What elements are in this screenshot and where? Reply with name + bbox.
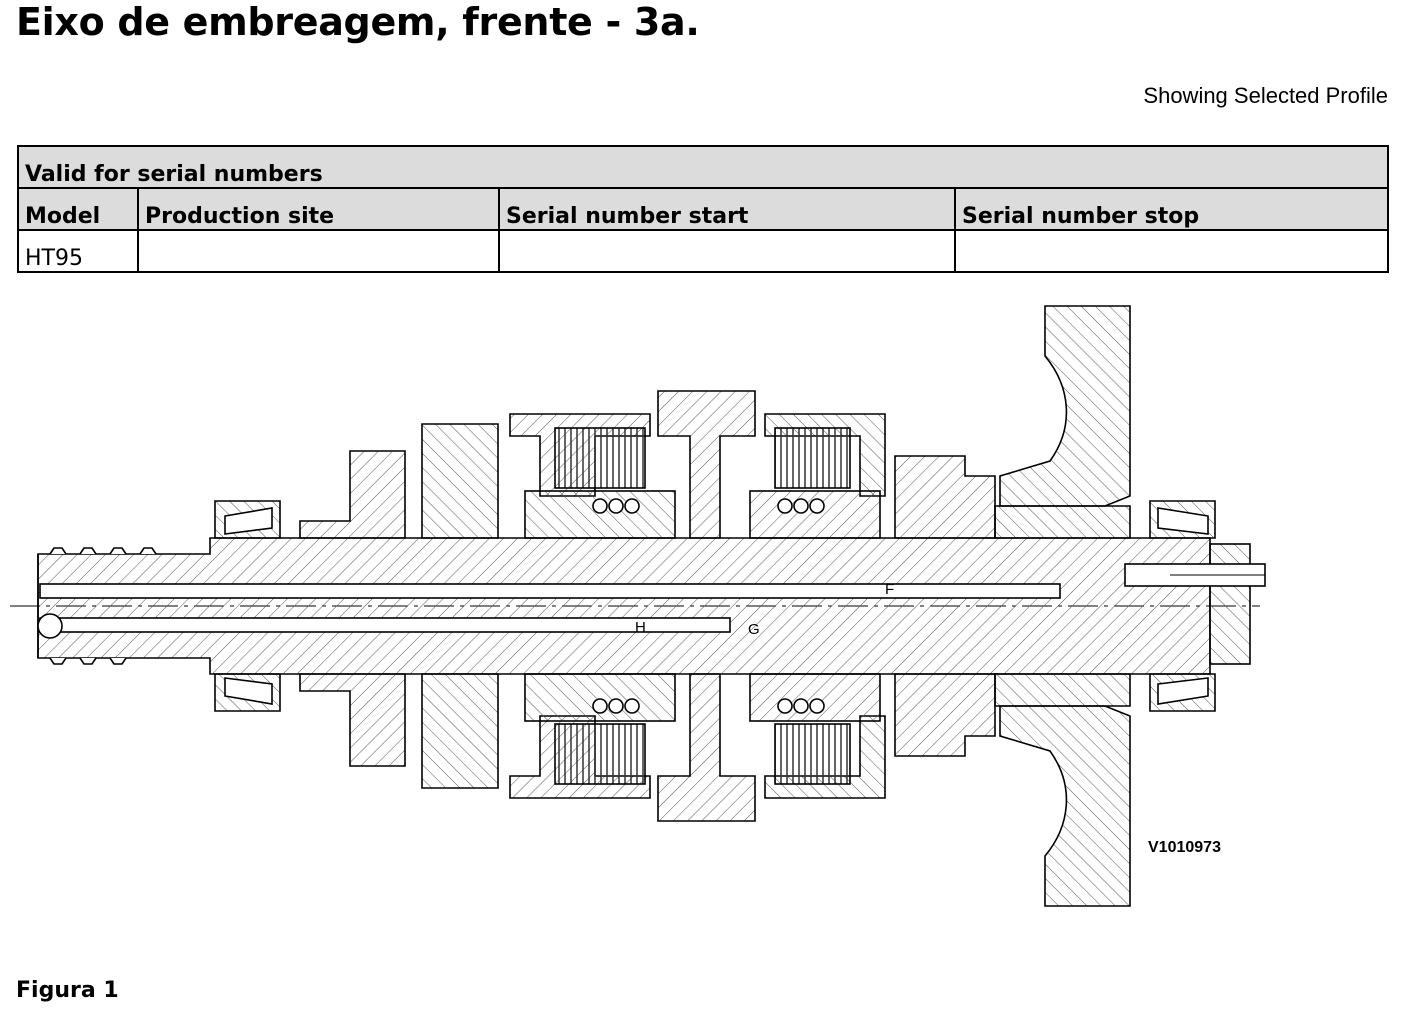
- flange-hub: [994, 505, 1131, 707]
- spring-1b-bottom: [608, 698, 624, 714]
- clutch-plates-2-top: [774, 427, 851, 489]
- hub-sleeve-top: [894, 455, 996, 539]
- spring-1a-top: [592, 498, 608, 514]
- clutch-plates-1-bottom: [554, 723, 646, 785]
- mid-gear-top: [421, 423, 499, 539]
- hub-sleeve-bottom: [894, 673, 996, 757]
- spline-teeth: [37, 547, 157, 665]
- label-g: G: [748, 621, 760, 638]
- spring-2c-top: [809, 498, 825, 514]
- end-cap: [1209, 543, 1251, 665]
- label-f: F: [885, 581, 894, 598]
- oil-bore-h: [39, 617, 731, 633]
- right-bearing-roller-bottom: [1157, 677, 1209, 705]
- right-bearing-roller-top: [1157, 507, 1209, 535]
- cell-serial-start: [498, 229, 956, 273]
- small-gear-top: [299, 450, 406, 539]
- cell-serial-stop: [954, 229, 1389, 273]
- spring-2a-bottom: [777, 698, 793, 714]
- table-heading: Valid for serial numbers: [17, 145, 1389, 189]
- table-header-row: Model Production site Serial number star…: [17, 187, 1389, 231]
- cell-model: HT95: [17, 229, 139, 273]
- table-row: HT95: [17, 229, 1389, 273]
- spring-2b-bottom: [793, 698, 809, 714]
- spring-1c-bottom: [624, 698, 640, 714]
- figure-code: V1010973: [1148, 839, 1221, 856]
- page-title: Eixo de embreagem, frente - 3a.: [16, 0, 700, 44]
- cell-production-site: [137, 229, 500, 273]
- left-bearing-roller-bottom: [224, 677, 273, 705]
- spring-1c-top: [624, 498, 640, 514]
- column-header-production-site: Production site: [137, 187, 500, 231]
- mid-gear-bottom: [421, 673, 499, 789]
- oil-bore-f: [39, 583, 1061, 599]
- flange-gear-top: [999, 305, 1131, 507]
- column-header-serial-start: Serial number start: [498, 187, 956, 231]
- small-gear-bottom: [299, 673, 406, 767]
- bore-plug: [37, 613, 63, 639]
- label-h: H: [635, 619, 646, 636]
- serial-number-table: Valid for serial numbers Model Productio…: [17, 145, 1389, 273]
- clutch-hub-2-top: [749, 490, 881, 539]
- spring-2c-bottom: [809, 698, 825, 714]
- figure-caption: Figura 1: [16, 978, 119, 1003]
- clutch-shaft-drawing: F H G V1010973: [10, 305, 1266, 907]
- center-gear-bottom: [657, 673, 756, 822]
- clutch-plates-2-bottom: [774, 723, 851, 785]
- spring-1b-top: [608, 498, 624, 514]
- clutch-hub-2-bottom: [749, 673, 881, 722]
- column-header-serial-stop: Serial number stop: [954, 187, 1389, 231]
- left-bearing-roller-top: [224, 507, 273, 535]
- main-shaft: [37, 537, 1211, 675]
- spring-2a-top: [777, 498, 793, 514]
- clutch-hub-1-bottom: [524, 673, 676, 722]
- profile-note: Showing Selected Profile: [1143, 83, 1388, 108]
- clutch-plates-1-top: [554, 427, 646, 489]
- table-heading-row: Valid for serial numbers: [17, 145, 1389, 189]
- spring-1a-bottom: [592, 698, 608, 714]
- flange-gear-bottom: [999, 705, 1131, 907]
- center-gear-top: [657, 390, 756, 539]
- spring-2b-top: [793, 498, 809, 514]
- column-header-model: Model: [17, 187, 139, 231]
- clutch-hub-1-top: [524, 490, 676, 539]
